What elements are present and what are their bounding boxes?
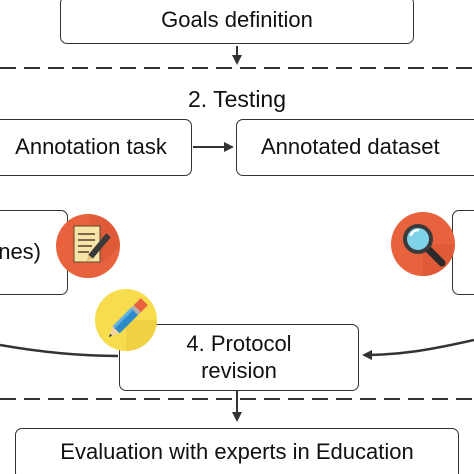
guidelines-partial-label: nes) — [0, 239, 41, 265]
document-pencil-icon — [55, 213, 121, 279]
magnifier-icon — [390, 211, 456, 277]
testing-title: 2. Testing — [187, 86, 287, 112]
annotation-task-box: Annotation task — [0, 119, 192, 176]
curve-right-to-protocol — [362, 338, 474, 360]
goals-definition-label: Goals definition — [161, 6, 313, 32]
annotation-task-label: Annotation task — [15, 134, 167, 160]
protocol-revision-line2: revision — [201, 357, 277, 383]
protocol-revision-line1: 4. Protocol — [186, 331, 292, 357]
curve-left-to-protocol — [0, 343, 119, 358]
pencil-icon — [94, 288, 158, 352]
evaluation-box: Evaluation with experts in Education — [15, 428, 459, 474]
annotated-dataset-box: Annotated dataset — [236, 119, 474, 176]
goals-definition-box: Goals definition — [60, 0, 414, 44]
guidelines-box: nes) — [0, 210, 68, 295]
protocol-revision-box: 4. Protocol revision — [119, 324, 359, 391]
annotated-dataset-label: Annotated dataset — [261, 134, 440, 160]
evaluation-label: Evaluation with experts in Education — [60, 439, 414, 464]
